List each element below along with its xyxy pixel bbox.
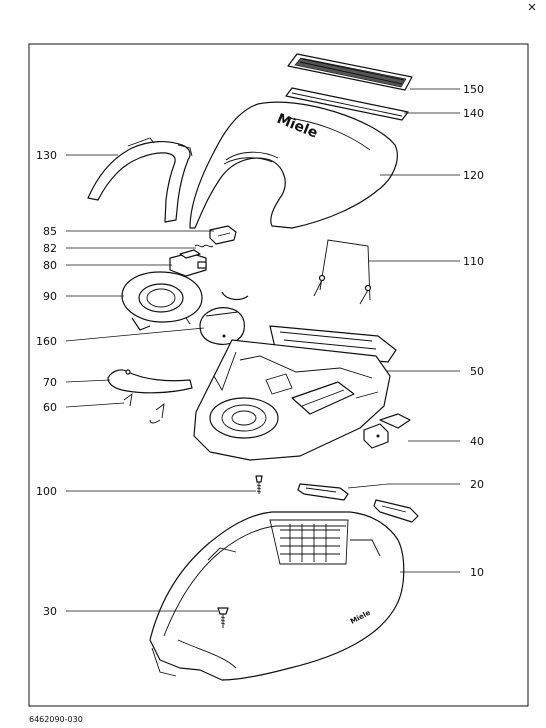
callout-60: 60	[43, 401, 57, 414]
callout-40: 40	[470, 435, 484, 448]
callout-80: 80	[43, 259, 57, 272]
part-50-chassis	[193, 325, 397, 461]
callout-150: 150	[463, 83, 484, 96]
callout-100: 100	[36, 485, 57, 498]
callout-10: 10	[470, 566, 484, 579]
callout-140: 140	[463, 107, 484, 120]
corner-mark	[528, 3, 536, 11]
callout-70: 70	[43, 376, 57, 389]
callout-20: 20	[470, 478, 484, 491]
callout-numbers: 150 140 130 120 85 82 80 110 90 160 50 7…	[36, 83, 484, 618]
part-100-screw	[255, 475, 263, 494]
part-82-spring	[194, 244, 214, 248]
part-110-wire-handle	[313, 239, 372, 305]
callout-50: 50	[470, 365, 484, 378]
part-90-swivel-ring	[121, 271, 203, 331]
part-130-handle	[87, 137, 193, 223]
callout-82: 82	[43, 242, 57, 255]
part-40-latch	[363, 413, 411, 449]
part-30-screw	[217, 607, 229, 628]
part-60-pins	[123, 392, 165, 424]
callout-120: 120	[463, 169, 484, 182]
leader-lines	[65, 88, 460, 612]
callout-160: 160	[36, 335, 57, 348]
part-120-top-cover: Miele	[189, 101, 398, 229]
part-80-switch	[169, 249, 207, 277]
callout-85: 85	[43, 225, 57, 238]
drawing-code: 6462090-030	[29, 715, 83, 724]
callout-110: 110	[463, 255, 484, 268]
part-70-cover-strip	[107, 369, 193, 394]
part-160-socket	[199, 291, 249, 345]
diagram-frame	[28, 43, 529, 707]
part-85-clip	[209, 225, 237, 245]
callout-90: 90	[43, 290, 57, 303]
part-20-sliders	[297, 483, 419, 523]
callout-130: 130	[36, 149, 57, 162]
part-150-grille	[287, 53, 413, 91]
part-10-lower-housing: Miele	[149, 511, 405, 681]
callout-30: 30	[43, 605, 57, 618]
part-140-filter-pad	[285, 87, 409, 121]
